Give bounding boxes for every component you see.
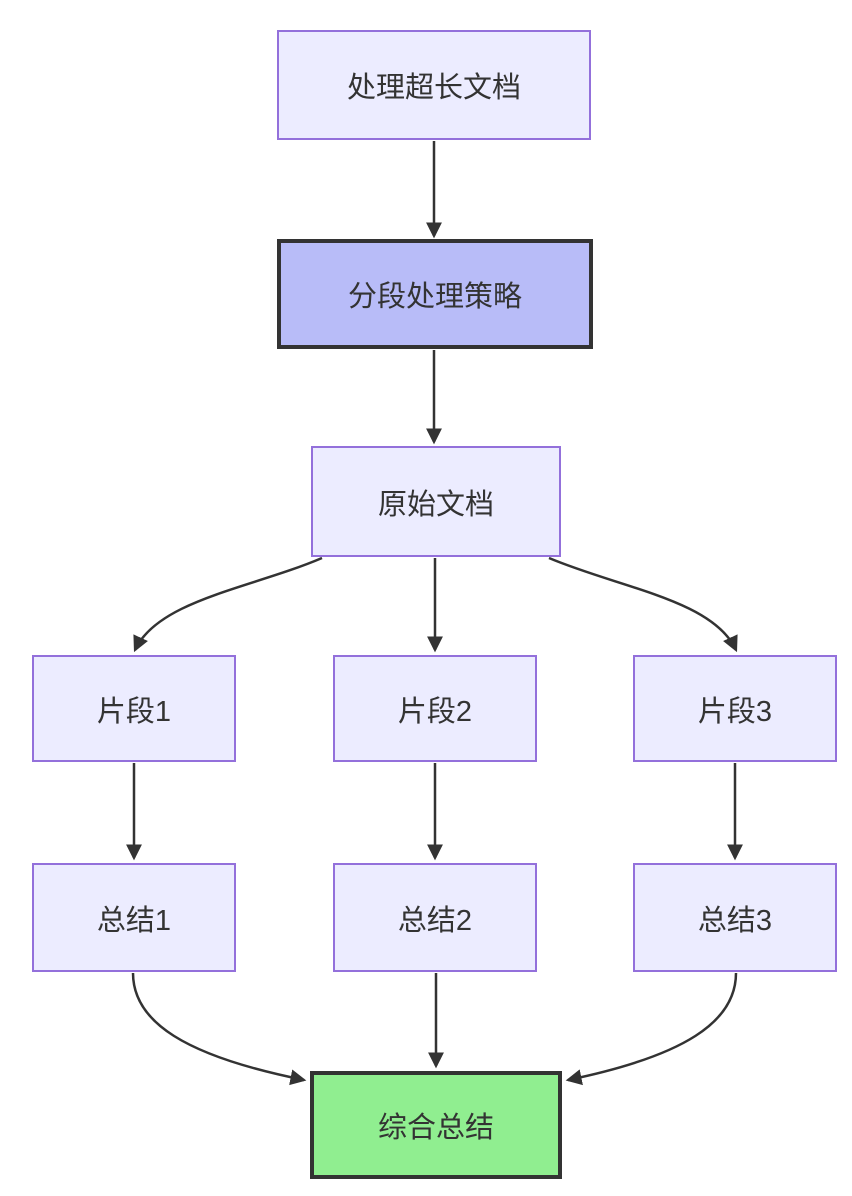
node-final-summary: 综合总结: [310, 1071, 562, 1179]
node-chunk-3: 片段3: [633, 655, 837, 762]
node-segmentation-strategy-label: 分段处理策略: [347, 281, 522, 313]
node-summary-1: 总结1: [32, 863, 236, 972]
node-final-summary-label: 综合总结: [377, 1112, 494, 1144]
node-original-document: 原始文档: [311, 446, 561, 557]
node-summary-3-label: 总结3: [697, 904, 773, 937]
node-summary-3: 总结3: [633, 863, 837, 972]
node-chunk-2: 片段2: [333, 655, 537, 762]
node-summary-2-label: 总结2: [397, 904, 473, 937]
node-original-document-label: 原始文档: [377, 488, 494, 521]
edge-doc-chunk1: [133, 556, 323, 653]
node-chunk-3-label: 片段3: [697, 695, 773, 728]
node-summary-1-label: 总结1: [96, 904, 172, 937]
edge-sum1-final: [131, 972, 307, 1086]
edge-doc-chunk3: [548, 556, 738, 653]
node-chunk-1-label: 片段1: [96, 695, 172, 728]
edge-sum3-final: [565, 972, 738, 1086]
node-process-long-doc: 处理超长文档: [277, 30, 591, 140]
node-process-long-doc-label: 处理超长文档: [346, 72, 521, 104]
node-segmentation-strategy: 分段处理策略: [277, 239, 593, 349]
node-summary-2: 总结2: [333, 863, 537, 972]
node-chunk-2-label: 片段2: [397, 695, 473, 728]
node-chunk-1: 片段1: [32, 655, 236, 762]
